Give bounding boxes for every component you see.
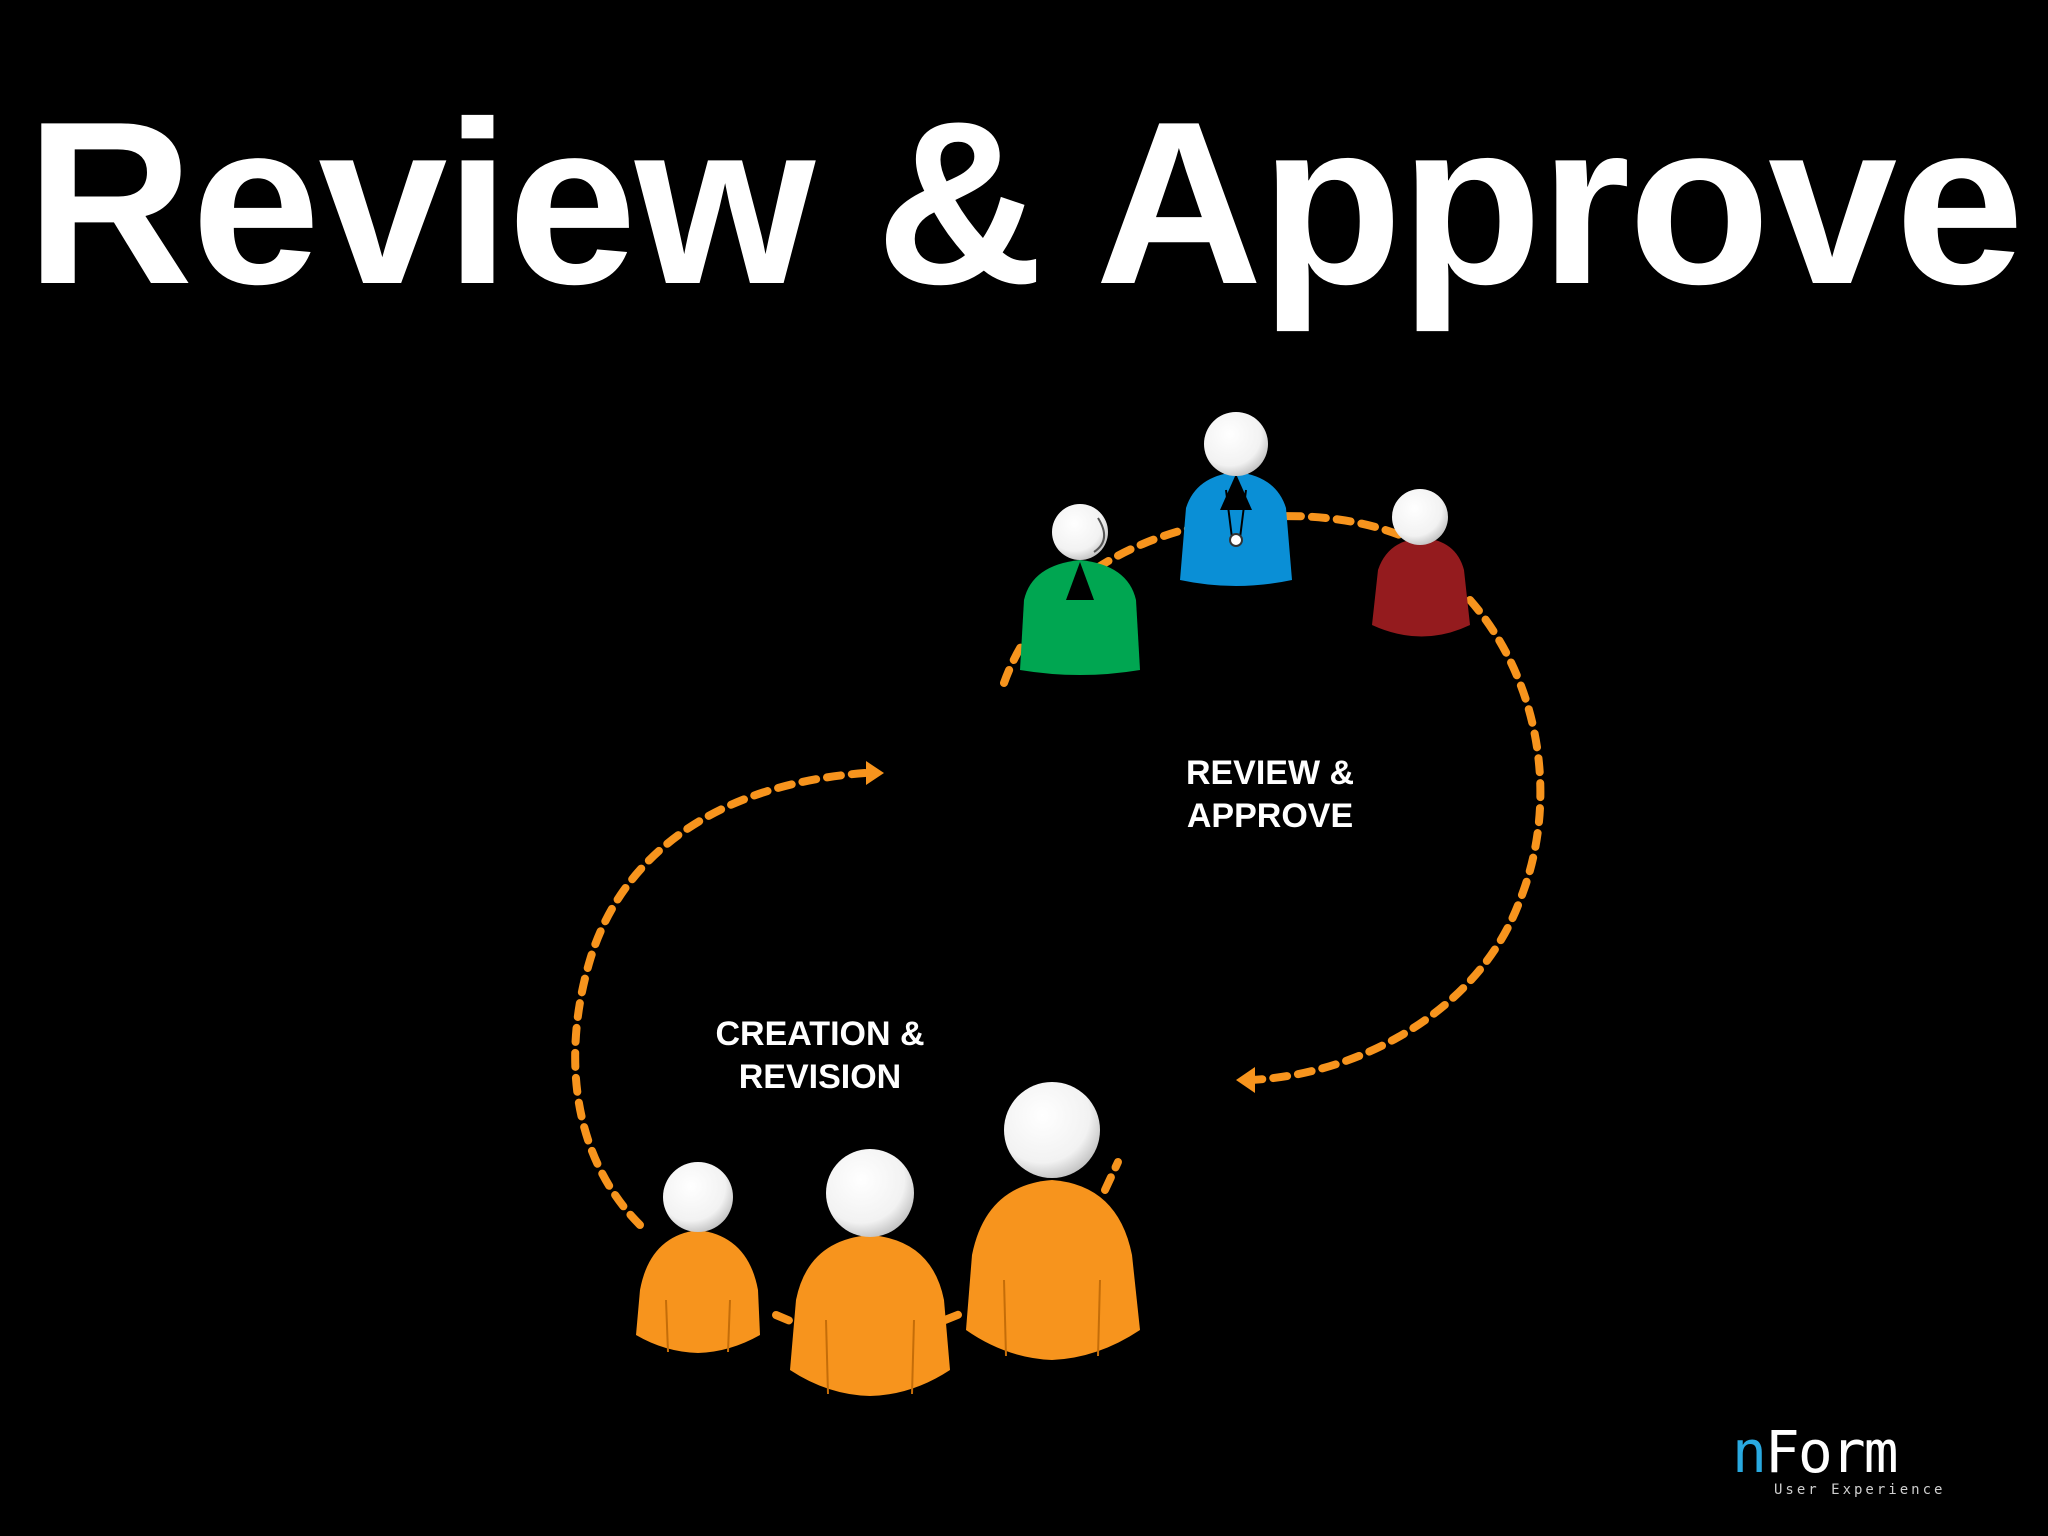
arrowhead-left <box>1236 1067 1255 1093</box>
nform-logo: nForm User Experience <box>1732 1420 1962 1500</box>
person-icon-creator-large <box>966 1082 1140 1360</box>
logo-subtitle: User Experience <box>1774 1482 1946 1498</box>
person-icon-reviewer-green <box>1020 504 1140 675</box>
logo-wordmark-n: n <box>1732 1418 1767 1486</box>
arrow-left-arc <box>571 769 869 1229</box>
arrow-right-arc <box>1246 596 1545 1084</box>
stage-label-review: REVIEW & APPROVE <box>1185 754 1355 835</box>
person-icon-reviewer-blue <box>1180 412 1292 586</box>
person-icon-reviewer-red <box>1372 489 1470 637</box>
logo-wordmark-rest: Form <box>1764 1418 1899 1486</box>
person-icon-creator-medium <box>790 1149 950 1396</box>
arrow-creator-link-3 <box>1101 1158 1122 1194</box>
arrowhead-right <box>866 761 884 785</box>
person-icon-creator-small <box>636 1162 760 1353</box>
logo-wordmark: nForm <box>1732 1418 1899 1486</box>
arrow-creator-link-2 <box>941 1308 969 1324</box>
slide-title: Review & Approve <box>25 74 2024 333</box>
stage-label-creation: CREATION & REVISION <box>715 1015 925 1096</box>
